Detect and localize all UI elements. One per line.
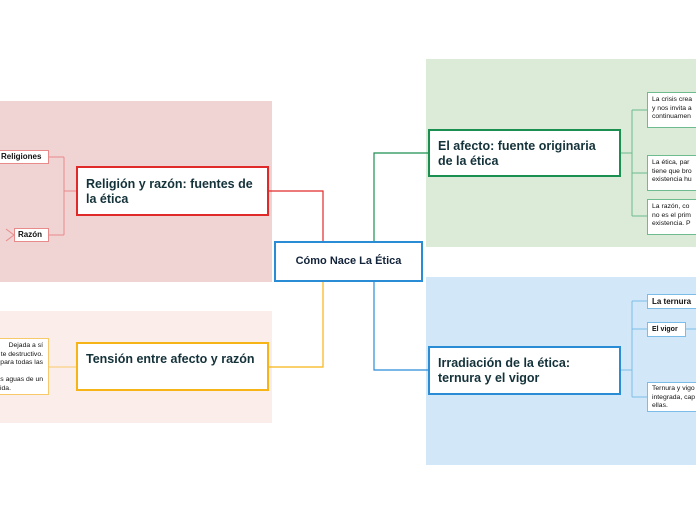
subtopic-afecto-2[interactable]: La ética, par tiene que bro existencia h… <box>647 155 696 191</box>
ternura-vigor-line-3: ellas. <box>652 402 668 410</box>
subtopic-religiones[interactable]: Religiones <box>0 150 49 164</box>
connector-central-tension <box>269 282 324 368</box>
ternura-vigor-line-1: Ternura y vigo <box>652 385 695 392</box>
topic-religion[interactable]: Religión y razón: fuentes de la ética <box>76 166 269 216</box>
tension-line-4 <box>0 368 43 377</box>
connector-central-religion <box>269 190 324 241</box>
connector-central-afecto <box>373 152 428 241</box>
subtopic-religiones-label: Religiones <box>1 152 42 161</box>
subtopic-afecto-3[interactable]: La razón, co no es el prim existencia. P <box>647 199 696 235</box>
afecto-2-line-1: La ética, par <box>652 159 690 166</box>
connector-afecto-children <box>620 109 647 217</box>
topic-tension-label: Tensión entre afecto y razón <box>86 352 255 366</box>
topic-afecto[interactable]: El afecto: fuente originaria de la ética <box>428 129 621 177</box>
subtopic-vigor-label: El vigor <box>652 326 678 333</box>
afecto-1-line-2: y nos invita a <box>652 104 692 112</box>
subtopic-afecto-1[interactable]: La crisis crea y nos invita a continuame… <box>647 92 696 128</box>
connector-irradiacion-children <box>620 300 647 398</box>
connector-religion-children <box>49 156 76 236</box>
subtopic-razon-label: Razón <box>18 230 42 239</box>
connector-central-irradiacion <box>373 282 428 371</box>
topic-irradiacion[interactable]: Irradiación de la ética: ternura y el vi… <box>428 346 621 395</box>
subtopic-tension-text[interactable]: Dejada a sí te destructivo. para todas l… <box>0 338 49 395</box>
subtopic-razon[interactable]: Razón <box>14 228 49 242</box>
central-topic-label: Cómo Nace La Ética <box>295 255 402 267</box>
tension-line-6: ida. <box>0 384 11 392</box>
tension-line-2: te destructivo. <box>0 350 43 358</box>
afecto-1-line-1: La crisis crea <box>652 96 693 103</box>
afecto-3-line-1: La razón, co <box>652 203 690 210</box>
subtopic-ternura-label: La ternura <box>652 297 692 306</box>
afecto-2-line-3: existencia hu <box>652 176 692 184</box>
subtopic-vigor[interactable]: El vigor <box>647 322 686 337</box>
tension-line-1: Dejada a sí <box>8 342 43 349</box>
topic-tension[interactable]: Tensión entre afecto y razón <box>76 342 269 391</box>
central-topic[interactable]: Cómo Nace La Ética <box>274 241 423 282</box>
topic-religion-label: Religión y razón: fuentes de la ética <box>86 177 253 206</box>
topic-afecto-label: El afecto: fuente originaria de la ética <box>438 139 596 168</box>
tension-line-5: s aguas de un <box>0 376 43 384</box>
subtopic-ternura-vigor[interactable]: Ternura y vigo integrada, cap ellas. <box>647 382 696 412</box>
connector-razon-stub <box>5 228 15 242</box>
tension-line-3: para todas las <box>0 359 43 367</box>
afecto-3-line-3: existencia. P <box>652 220 691 228</box>
afecto-3-line-2: no es el prim <box>652 211 691 219</box>
afecto-2-line-2: tiene que bro <box>652 167 692 175</box>
topic-irradiacion-label: Irradiación de la ética: ternura y el vi… <box>438 356 570 385</box>
ternura-vigor-line-2: integrada, cap <box>652 393 696 401</box>
subtopic-ternura[interactable]: La ternura <box>647 294 696 309</box>
afecto-1-line-3: continuamen <box>652 113 691 121</box>
